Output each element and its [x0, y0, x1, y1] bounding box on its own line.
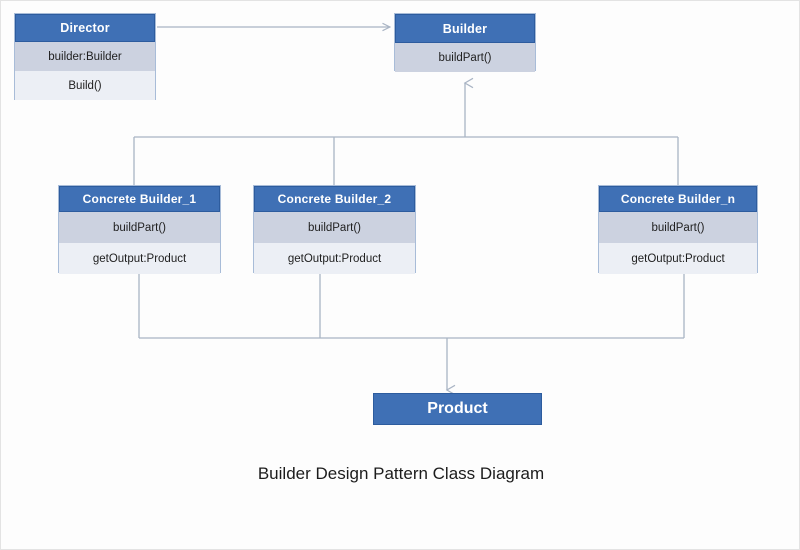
class-builder[interactable]: Builder buildPart() [394, 13, 536, 72]
class-builder-title: Builder [395, 14, 535, 43]
class-concrete-builder-2-operation-build: buildPart() [254, 212, 415, 243]
class-concrete-builder-2-operation-getoutput: getOutput:Product [254, 243, 415, 274]
class-product-title: Product [427, 400, 488, 417]
class-builder-operation: buildPart() [395, 43, 535, 72]
class-concrete-builder-n-title: Concrete Builder_n [599, 186, 757, 212]
diagram-caption: Builder Design Pattern Class Diagram [257, 464, 545, 483]
class-director[interactable]: Director builder:Builder Build() [14, 13, 156, 100]
class-concrete-builder-n-operation-build: buildPart() [599, 212, 757, 243]
class-concrete-builder-n[interactable]: Concrete Builder_n buildPart() getOutput… [598, 185, 758, 274]
class-concrete-builder-2[interactable]: Concrete Builder_2 buildPart() getOutput… [253, 185, 416, 274]
edge-concrete-to-product [138, 273, 685, 396]
class-director-attribute: builder:Builder [15, 42, 155, 71]
class-director-title: Director [15, 14, 155, 42]
class-concrete-builder-1-operation-getoutput: getOutput:Product [59, 243, 220, 274]
class-product[interactable]: Product [373, 393, 542, 425]
class-concrete-builder-1[interactable]: Concrete Builder_1 buildPart() getOutput… [58, 185, 221, 274]
class-concrete-builder-n-operation-getoutput: getOutput:Product [599, 243, 757, 274]
class-concrete-builder-2-title: Concrete Builder_2 [254, 186, 415, 212]
class-concrete-builder-1-operation-build: buildPart() [59, 212, 220, 243]
class-director-operation: Build() [15, 71, 155, 100]
edge-concrete-to-builder [133, 77, 679, 185]
class-concrete-builder-1-title: Concrete Builder_1 [59, 186, 220, 212]
